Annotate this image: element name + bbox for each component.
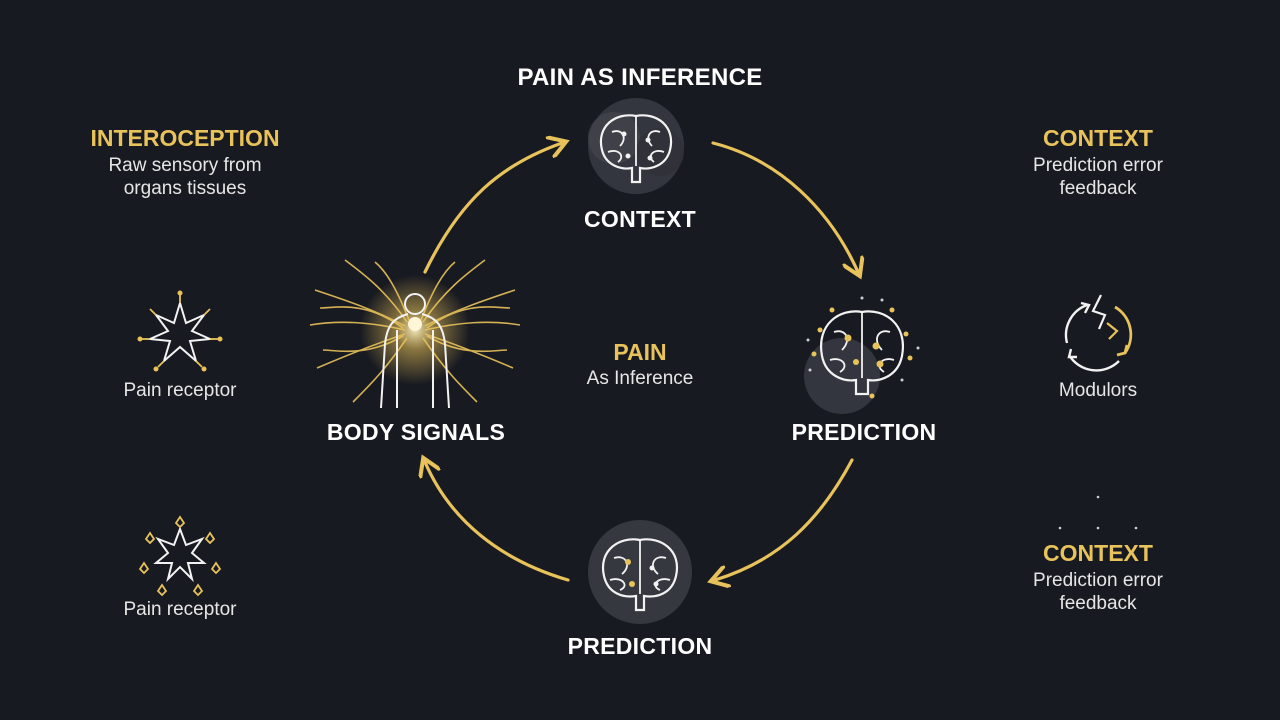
modulators-label: Modulors [1058,380,1138,401]
context-desc-2-line1: Prediction error [1033,570,1163,591]
center-heading: PAIN [613,339,667,365]
node-label-prediction-right: PREDICTION [791,419,937,445]
context-desc-1-line1: Prediction error [1033,155,1163,176]
starburst-receptor-icon-2 [138,515,222,597]
cycle-arrows [425,143,858,580]
arrow-prediction-to-bottom [715,458,854,580]
context-heading-1: CONTEXT [1043,125,1153,151]
arrow-bottom-to-body [425,462,570,582]
brain-icon [588,98,684,194]
arrow-body-to-context [423,143,562,274]
body-nerves-icon [309,259,521,409]
context-desc-2-line2: feedback [1059,593,1137,614]
diagram-title: PAIN AS INFERENCE [517,64,763,91]
center-subtext: As Inference [586,368,694,389]
node-label-context: CONTEXT [584,206,696,232]
context-desc-1-line2: feedback [1059,178,1137,199]
context-heading-2: CONTEXT [1043,540,1153,566]
brain-icon-prediction [804,296,920,414]
pain-receptor-label-1: Pain receptor [123,380,237,401]
decorative-dots [1058,495,1138,530]
interoception-heading: INTEROCEPTION [90,125,280,151]
interoception-desc-line1: Raw sensory from [108,155,262,176]
interoception-desc-line2: organs tissues [123,178,247,199]
pain-receptor-label-2: Pain receptor [123,599,237,620]
cycle-arrows-icon [1064,294,1133,372]
node-label-body-signals: BODY SIGNALS [326,419,506,445]
node-label-prediction-bottom: PREDICTION [567,633,713,659]
starburst-receptor-icon [137,290,223,372]
arrow-context-to-prediction [711,141,858,272]
brain-icon-bottom [588,520,692,624]
